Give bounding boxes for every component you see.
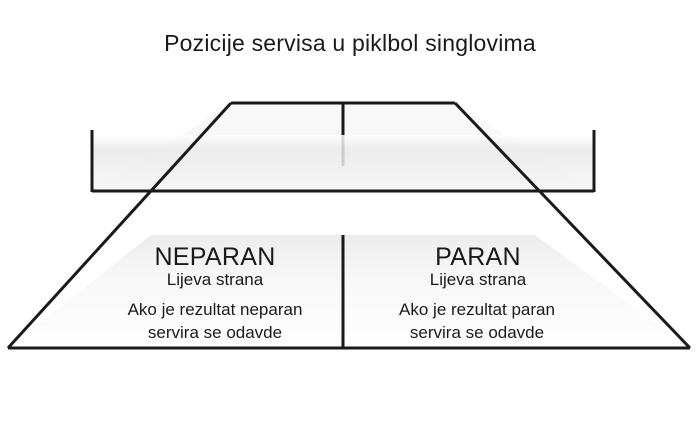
- court-right-sideline: [453, 101, 692, 350]
- right-box-desc-line1: Ako je rezultat paran: [399, 300, 555, 319]
- right-box-side: Lijeva strana: [429, 270, 527, 289]
- court-left-sideline: [6, 101, 233, 350]
- left-box-heading: NEPARAN: [154, 243, 276, 271]
- diagram-title: Pozicije servisa u piklbol singlovima: [164, 30, 536, 56]
- right-box-desc-line2: servira se odavde: [409, 323, 545, 342]
- left-box-side: Lijeva strana: [166, 270, 264, 289]
- left-box-desc-line2: servira se odavde: [147, 323, 283, 342]
- near-court: [8, 235, 690, 348]
- right-box-heading: PARAN: [435, 243, 521, 271]
- net-panel: [92, 135, 594, 191]
- left-box-desc-line1: Ako je rezultat neparan: [127, 300, 303, 319]
